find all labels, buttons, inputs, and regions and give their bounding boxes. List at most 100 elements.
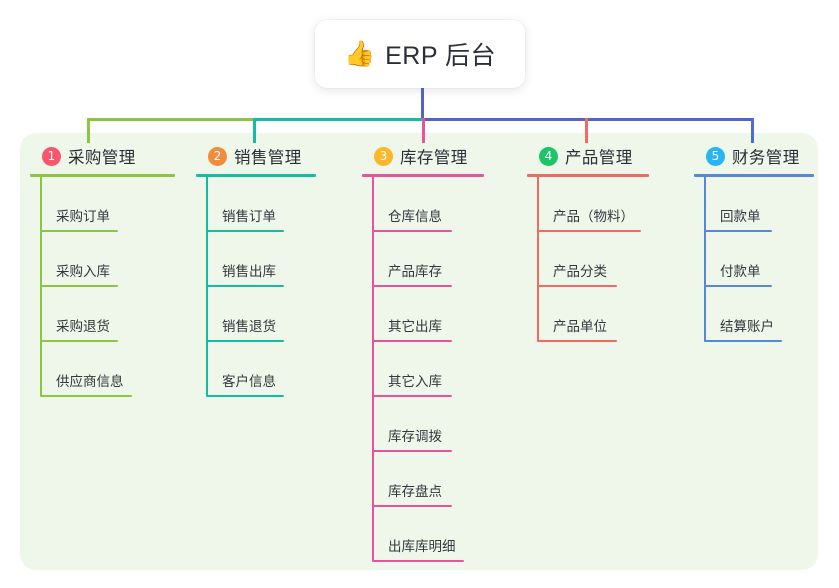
branch-item-label: 采购订单 <box>56 209 110 224</box>
branch-item[interactable]: 其它出库 <box>362 287 484 342</box>
branch-header-rule <box>30 174 175 177</box>
branch-item-rule <box>537 340 617 342</box>
branch-item[interactable]: 出库库明细 <box>362 507 484 562</box>
branch-item-rule <box>537 285 617 287</box>
branch-item-label: 销售出库 <box>222 264 276 279</box>
root-node[interactable]: 👍 ERP 后台 <box>315 20 525 88</box>
branch-item[interactable]: 销售退货 <box>196 287 316 342</box>
branch-item-label: 产品（物料） <box>553 209 634 224</box>
branch-spine <box>537 177 539 341</box>
branch-number-badge: 3 <box>374 146 393 166</box>
branch-item[interactable]: 产品单位 <box>527 287 649 342</box>
branch-item[interactable]: 回款单 <box>694 177 814 232</box>
branch-item[interactable]: 库存调拨 <box>362 397 484 452</box>
branch-item-label: 回款单 <box>720 209 761 224</box>
branch-body-5: 回款单付款单结算账户 <box>694 177 814 342</box>
bus-segment-teal <box>253 118 423 121</box>
branch-item-label: 销售退货 <box>222 319 276 334</box>
branch-item[interactable]: 供应商信息 <box>30 342 175 397</box>
branch-item[interactable]: 采购退货 <box>30 287 175 342</box>
branch-item-label: 客户信息 <box>222 374 276 389</box>
branch-item-rule <box>704 285 772 287</box>
branch-item-label: 产品分类 <box>553 264 607 279</box>
branch-item-label: 采购退货 <box>56 319 110 334</box>
branch-item-rule <box>704 230 772 232</box>
branch-item-label: 出库库明细 <box>388 539 456 554</box>
branch-drop-connector-3 <box>422 118 425 143</box>
branch-item-rule <box>372 505 452 507</box>
branch-header-rule <box>362 174 484 177</box>
branch-title: 销售管理 <box>234 149 302 167</box>
thumbs-up-emoji: 👍 <box>343 39 376 68</box>
branch-item-rule <box>206 395 284 397</box>
branch-drop-connector-4 <box>585 118 588 143</box>
branch-item[interactable]: 采购入库 <box>30 232 175 287</box>
branch-header-3[interactable]: 3 库存管理 <box>362 143 484 169</box>
bus-segment-green <box>87 118 254 121</box>
branch-item-label: 库存调拨 <box>388 429 442 444</box>
branch-body-2: 销售订单销售出库销售退货客户信息 <box>196 177 316 397</box>
branch-header-rule <box>527 174 649 177</box>
branch-number-badge: 2 <box>208 146 227 166</box>
branch-column-5: 5 财务管理回款单付款单结算账户 <box>694 143 814 342</box>
branch-number-badge: 1 <box>42 146 61 166</box>
branch-item[interactable]: 采购订单 <box>30 177 175 232</box>
branch-item-label: 仓库信息 <box>388 209 442 224</box>
branch-item[interactable]: 库存盘点 <box>362 452 484 507</box>
branch-body-1: 采购订单采购入库采购退货供应商信息 <box>30 177 175 397</box>
branch-item-rule <box>537 230 641 232</box>
branch-item-label: 产品库存 <box>388 264 442 279</box>
branch-drop-connector-2 <box>253 118 256 143</box>
branch-item-rule <box>372 450 452 452</box>
branch-drop-connector-5 <box>751 118 754 143</box>
branch-item[interactable]: 仓库信息 <box>362 177 484 232</box>
branch-spine <box>704 177 706 341</box>
branch-item-label: 其它出库 <box>388 319 442 334</box>
branch-item[interactable]: 产品库存 <box>362 232 484 287</box>
branch-body-4: 产品（物料） 产品分类产品单位 <box>527 177 649 342</box>
branch-item-label: 供应商信息 <box>56 374 124 389</box>
branch-item-rule <box>206 285 284 287</box>
branch-item[interactable]: 产品（物料） <box>527 177 649 232</box>
branch-number-badge: 5 <box>706 146 725 166</box>
branch-item-rule <box>704 340 782 342</box>
branch-item-label: 其它入库 <box>388 374 442 389</box>
branch-item-rule <box>40 395 132 397</box>
root-node-title: ERP 后台 <box>385 42 497 70</box>
diagram-background-panel <box>20 133 818 570</box>
branch-item-rule <box>40 285 118 287</box>
branch-item-rule <box>40 230 118 232</box>
branch-spine <box>372 177 374 561</box>
branch-drop-connector-1 <box>87 118 90 143</box>
branch-item[interactable]: 付款单 <box>694 232 814 287</box>
branch-column-3: 3 库存管理仓库信息产品库存其它出库其它入库库存调拨库存盘点出库库明细 <box>362 143 484 562</box>
branch-item-rule <box>372 340 452 342</box>
branch-item[interactable]: 结算账户 <box>694 287 814 342</box>
branch-header-5[interactable]: 5 财务管理 <box>694 143 814 169</box>
branch-item-label: 付款单 <box>720 264 761 279</box>
branch-body-3: 仓库信息产品库存其它出库其它入库库存调拨库存盘点出库库明细 <box>362 177 484 562</box>
branch-item-label: 采购入库 <box>56 264 110 279</box>
branch-item[interactable]: 其它入库 <box>362 342 484 397</box>
branch-item[interactable]: 销售订单 <box>196 177 316 232</box>
branch-item-label: 销售订单 <box>222 209 276 224</box>
branch-item[interactable]: 客户信息 <box>196 342 316 397</box>
branch-header-2[interactable]: 2 销售管理 <box>196 143 316 169</box>
branch-item-rule <box>206 340 284 342</box>
branch-title: 产品管理 <box>565 149 633 167</box>
branch-header-4[interactable]: 4 产品管理 <box>527 143 649 169</box>
branch-item-rule <box>40 340 118 342</box>
branch-item[interactable]: 销售出库 <box>196 232 316 287</box>
branch-item-label: 产品单位 <box>553 319 607 334</box>
branch-item[interactable]: 产品分类 <box>527 232 649 287</box>
branch-title: 财务管理 <box>732 149 800 167</box>
branch-title: 库存管理 <box>400 149 468 167</box>
branch-number-badge: 4 <box>539 146 558 166</box>
branch-item-label: 结算账户 <box>720 319 774 334</box>
branch-item-rule <box>372 395 452 397</box>
root-stem-connector <box>421 88 424 121</box>
branch-header-rule <box>196 174 316 177</box>
